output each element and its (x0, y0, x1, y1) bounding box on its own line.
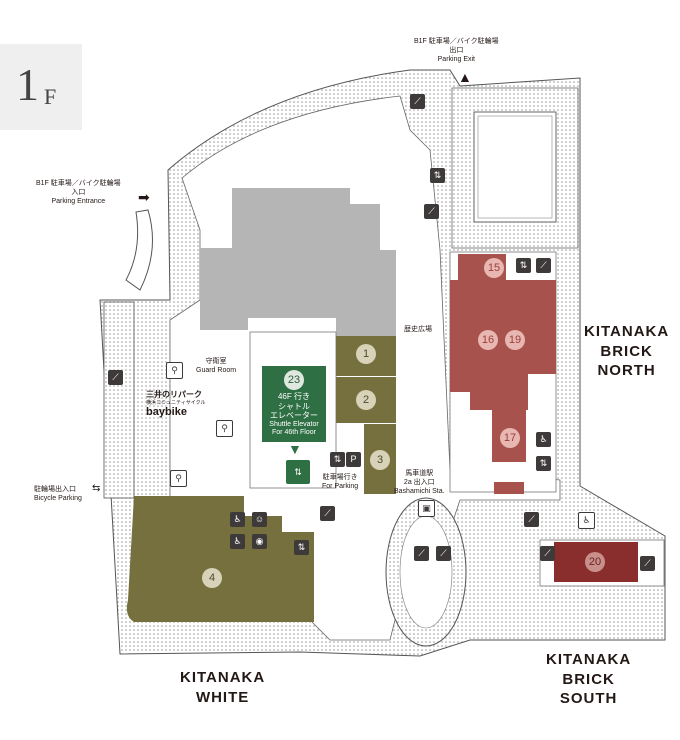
bicycle-strip (103, 301, 135, 499)
bicycle-exit-jp: 駐輪場出入口 (34, 486, 76, 493)
marker-23[interactable]: 23 (284, 370, 304, 390)
marker-4[interactable]: 4 (202, 568, 222, 588)
marker-15[interactable]: 15 (484, 258, 504, 278)
parking-icon: P (346, 452, 361, 467)
kitanaka-white-label: KITANAKA WHITE (180, 668, 265, 707)
marker-2[interactable]: 2 (356, 390, 376, 410)
escalator-icon: ⟋ (536, 258, 551, 273)
brick-north-label: KITANAKA BRICK NORTH (584, 322, 669, 381)
elevator-icon: ⇅ (330, 452, 345, 467)
elevator-icon: ⇅ (430, 168, 445, 183)
escalator-icon: ⟋ (320, 506, 335, 521)
baby-room-icon: ☺ (252, 512, 267, 527)
floor-badge (0, 44, 82, 130)
marker-3[interactable]: 3 (370, 450, 390, 470)
marker-1[interactable]: 1 (356, 344, 376, 364)
brick-south-line2: BRICK (562, 670, 615, 688)
parking-entrance-label: B1F 駐車場／バイク駐輪場 入口 Parking Entrance (36, 180, 121, 206)
parking-entrance-jp: B1F 駐車場／バイク駐輪場 (36, 180, 121, 187)
for-parking-en: For Parking (322, 482, 359, 490)
brick-north-line2: BRICK (600, 342, 653, 360)
right-arrow-icon: ➡ (138, 189, 150, 205)
bicycle-exit-label: 駐輪場出入口 Bicycle Parking (34, 486, 82, 504)
floor-suffix: F (44, 84, 57, 109)
escalator-icon: ⟋ (640, 556, 655, 571)
station-en: Bashamichi Sta. (394, 487, 445, 495)
elevator-icon: ⇅ (536, 456, 551, 471)
bicycle-icon: ⚲ (166, 362, 183, 379)
parking-entrance-en: Parking Entrance (51, 197, 106, 205)
brick-south-label: KITANAKA BRICK SOUTH (546, 650, 631, 709)
brick-south-line1: KITANAKA (546, 651, 632, 668)
brick-north-line3: NORTH (597, 362, 656, 379)
nursing-icon: ◉ (252, 534, 267, 549)
guard-room-jp: 守衛室 (205, 358, 227, 365)
kitanaka-white-line1: KITANAKA (180, 669, 266, 686)
brick-north-line1: KITANAKA (584, 323, 670, 340)
bicycle-icon: ⚲ (170, 470, 187, 487)
shuttle-jp3: エレベーター (270, 411, 318, 421)
kitanaka-white-line2: WHITE (195, 688, 250, 706)
left-right-arrow-icon: ⇆ (92, 483, 101, 494)
marker-17[interactable]: 17 (500, 428, 520, 448)
marker-16[interactable]: 16 (478, 330, 498, 350)
guard-room-label: 守衛室 Guard Room (196, 358, 236, 376)
marker-20[interactable]: 20 (585, 552, 605, 572)
escalator-icon: ⟋ (108, 370, 123, 385)
for-parking-label: 駐車場行き For Parking (322, 474, 358, 492)
escalator-icon: ⟋ (540, 546, 555, 561)
parking-exit-label: B1F 駐車場／バイク駐輪場 出口 Parking Exit (414, 38, 499, 64)
entrance-ramp (125, 209, 153, 291)
marker-19[interactable]: 19 (505, 330, 525, 350)
restroom-icon: ♿ (536, 432, 551, 447)
shuttle-jp1: 46F 行き (277, 392, 310, 401)
bicycle-icon: ⚲ (216, 420, 233, 437)
accessible-icon: ♿ (230, 534, 245, 549)
shop-16-19 (450, 280, 556, 410)
shuttle-en1: Shuttle Elevator (269, 420, 319, 428)
logo-line3: baybike (146, 406, 187, 419)
escalator-icon: ⟋ (410, 94, 425, 109)
logo-line1: 三井のリパーク (146, 390, 202, 399)
repark-baybike-logo: 三井のリパーク 横浜コミュニティサイクル baybike (146, 390, 205, 420)
accessible-icon: ♿ (578, 512, 595, 529)
escalator-icon: ⟋ (414, 546, 429, 561)
parking-exit-jp: B1F 駐車場／バイク駐輪場 (414, 38, 499, 45)
shuttle-jp2: シャトル (278, 401, 310, 411)
parking-exit-jp2: 出口 (449, 46, 464, 54)
parking-exit-en: Parking Exit (437, 55, 475, 63)
elevator-icon: ⇅ (516, 258, 531, 273)
floor-number: 1 (16, 59, 39, 110)
parking-entrance-jp2: 入口 (71, 188, 86, 196)
logo-line2: 横浜コミュニティサイクル (146, 400, 206, 406)
station-jp2: 2a 出入口 (403, 478, 435, 486)
for-parking-jp: 駐車場行き (322, 474, 358, 481)
elevator-icon: ⇅ (286, 460, 310, 484)
guard-room-en: Guard Room (196, 366, 237, 374)
train-icon: ▣ (418, 500, 435, 517)
bicycle-exit-en: Bicycle Parking (34, 494, 82, 502)
shuttle-down-arrow-icon: ▼ (288, 441, 302, 457)
shuttle-en2: For 46th Floor (272, 429, 316, 437)
north-upper-court (477, 115, 553, 219)
restroom-icon: ♿ (230, 512, 245, 527)
brick-south-line3: SOUTH (559, 690, 618, 707)
escalator-icon: ⟋ (436, 546, 451, 561)
station-jp: 馬車道駅 (405, 470, 434, 477)
up-arrow-icon: ▲ (458, 69, 472, 85)
shop-small (494, 482, 524, 494)
tower-block (200, 188, 396, 336)
escalator-icon: ⟋ (424, 204, 439, 219)
historic-square-label: 歴史広場 (404, 326, 432, 333)
station-label: 馬車道駅 2a 出入口 Bashamichi Sta. (394, 470, 445, 496)
elevator-icon: ⇅ (294, 540, 309, 555)
escalator-icon: ⟋ (524, 512, 539, 527)
shop-4 (126, 496, 314, 622)
